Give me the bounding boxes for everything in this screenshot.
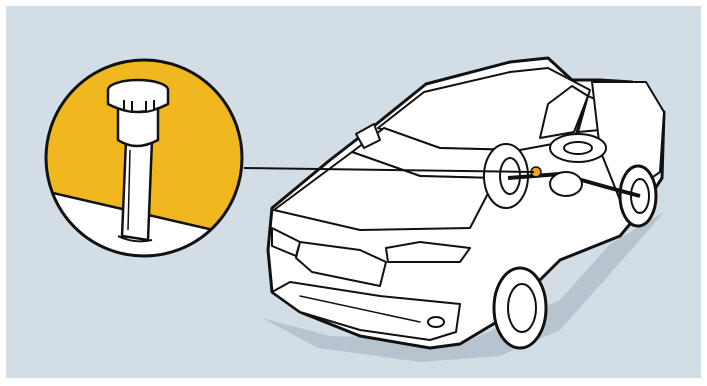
pickup-truck-icon [262, 56, 666, 362]
truck-headlight-right [385, 241, 471, 263]
fog-light [427, 316, 445, 328]
breather-cap-icon [106, 78, 170, 243]
bumper-line [299, 295, 421, 323]
front-wheel-near-rim [507, 283, 537, 333]
truck-headlight-left [271, 227, 301, 257]
truck-grille [295, 241, 387, 287]
callout-circle [44, 58, 244, 258]
truck-mirror [355, 123, 381, 149]
truck-side-window-front [539, 85, 589, 139]
truck-shadow [262, 212, 664, 362]
spare-tire-inner [563, 141, 593, 155]
differential [549, 171, 583, 197]
leader-line [243, 167, 535, 173]
drivetrain [483, 133, 641, 209]
